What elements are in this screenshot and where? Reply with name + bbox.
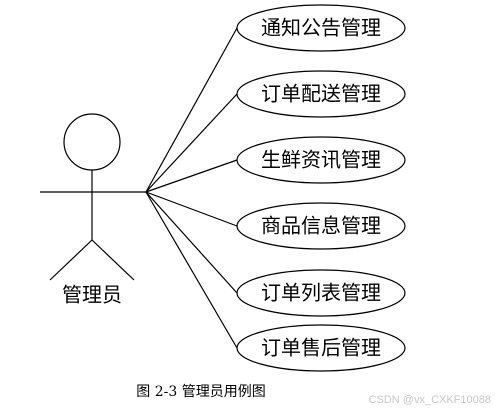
use-case-ellipse	[236, 202, 406, 250]
use-case: 生鲜资讯管理	[236, 136, 406, 184]
figure-caption: 图 2-3 管理员用例图	[136, 384, 265, 400]
use-case-label: 商品信息管理	[261, 214, 381, 238]
actor-head	[63, 113, 121, 171]
association-line	[145, 191, 238, 349]
use-case-ellipse	[236, 136, 406, 184]
association-line	[145, 159, 238, 193]
use-case-label: 订单配送管理	[261, 82, 381, 106]
use-case-label: 订单售后管理	[261, 336, 381, 360]
use-case: 订单配送管理	[236, 70, 406, 118]
use-case-ellipse	[236, 324, 406, 372]
actor-left-leg	[49, 239, 93, 281]
use-case-ellipse	[236, 269, 406, 317]
use-case-label: 订单列表管理	[261, 281, 381, 305]
use-case: 订单列表管理	[236, 269, 406, 317]
association-line	[145, 93, 238, 193]
use-case: 通知公告管理	[236, 4, 406, 52]
use-case: 商品信息管理	[236, 202, 406, 250]
use-case-ellipse	[236, 4, 406, 52]
use-case: 订单售后管理	[236, 324, 406, 372]
use-case-label: 通知公告管理	[261, 16, 381, 40]
watermark: CSDN @vx_CXKF10088	[369, 394, 491, 406]
association-line	[145, 191, 238, 294]
actor-label: 管理员	[62, 283, 122, 307]
association-line	[145, 27, 238, 193]
association-lines	[145, 27, 238, 349]
association-line	[145, 191, 238, 227]
use-case-ellipse	[236, 70, 406, 118]
actor-administrator: 管理员	[40, 113, 146, 307]
use-case-label: 生鲜资讯管理	[261, 148, 381, 172]
actor-right-leg	[91, 239, 135, 281]
